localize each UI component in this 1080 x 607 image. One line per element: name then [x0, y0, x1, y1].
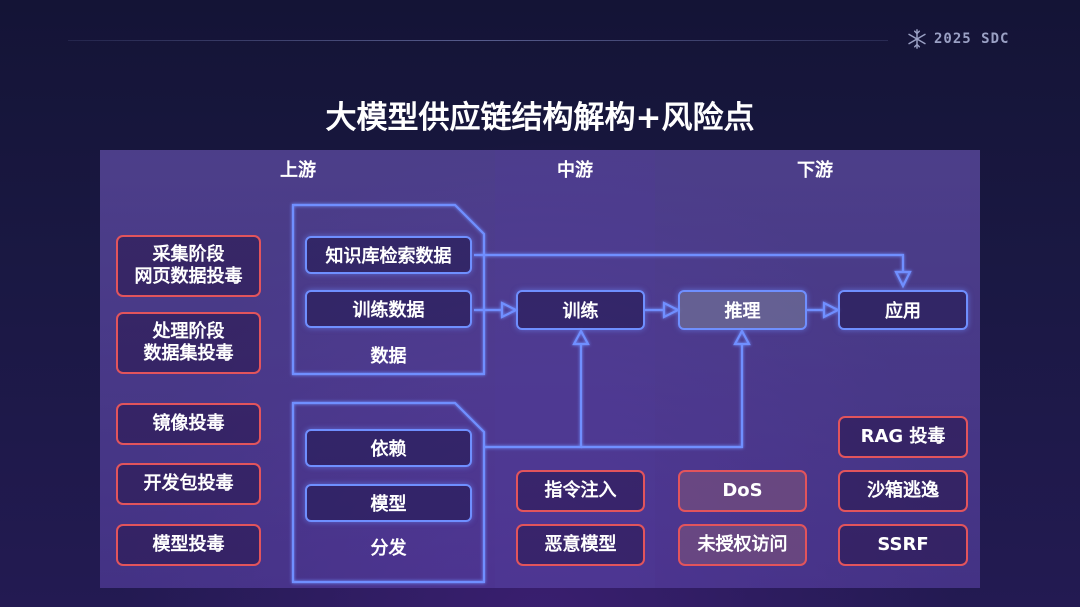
column-header-upstream: 上游: [280, 160, 316, 181]
training-stage-box: 训练: [516, 290, 645, 330]
risk-image-poisoning: 镜像投毒: [116, 403, 261, 445]
risk-unauthorized-access: 未授权访问: [678, 524, 807, 566]
header-divider: [68, 40, 888, 41]
inference-stage-box: 推理: [678, 290, 807, 330]
risk-dos: DoS: [678, 470, 807, 512]
column-header-downstream: 下游: [797, 160, 833, 181]
brand-text: 2025 SDC: [934, 31, 1010, 47]
risk-dataset-poisoning: 处理阶段 数据集投毒: [116, 312, 261, 374]
risk-sandbox-escape: 沙箱逃逸: [838, 470, 968, 512]
risk-malicious-model: 恶意模型: [516, 524, 645, 566]
risk-web-data-poisoning: 采集阶段 网页数据投毒: [116, 235, 261, 297]
dependency-box: 依赖: [305, 429, 472, 467]
midstream-column-band: [495, 150, 655, 588]
risk-prompt-injection: 指令注入: [516, 470, 645, 512]
application-stage-box: 应用: [838, 290, 968, 330]
snowflake-icon: [908, 29, 926, 49]
risk-ssrf: SSRF: [838, 524, 968, 566]
model-box: 模型: [305, 484, 472, 522]
distribution-group-label: 分发: [370, 538, 407, 559]
column-header-midstream: 中游: [557, 160, 593, 181]
risk-model-poisoning: 模型投毒: [116, 524, 261, 566]
data-group-label: 数据: [370, 346, 407, 367]
training-data-box: 训练数据: [305, 290, 472, 328]
risk-dev-package-poisoning: 开发包投毒: [116, 463, 261, 505]
brand-mark: 2025 SDC: [906, 28, 1009, 50]
risk-rag-poisoning: RAG 投毒: [838, 416, 968, 458]
page-title: 大模型供应链结构解构+风险点: [325, 100, 755, 136]
knowledge-retrieval-data-box: 知识库检索数据: [305, 236, 472, 274]
